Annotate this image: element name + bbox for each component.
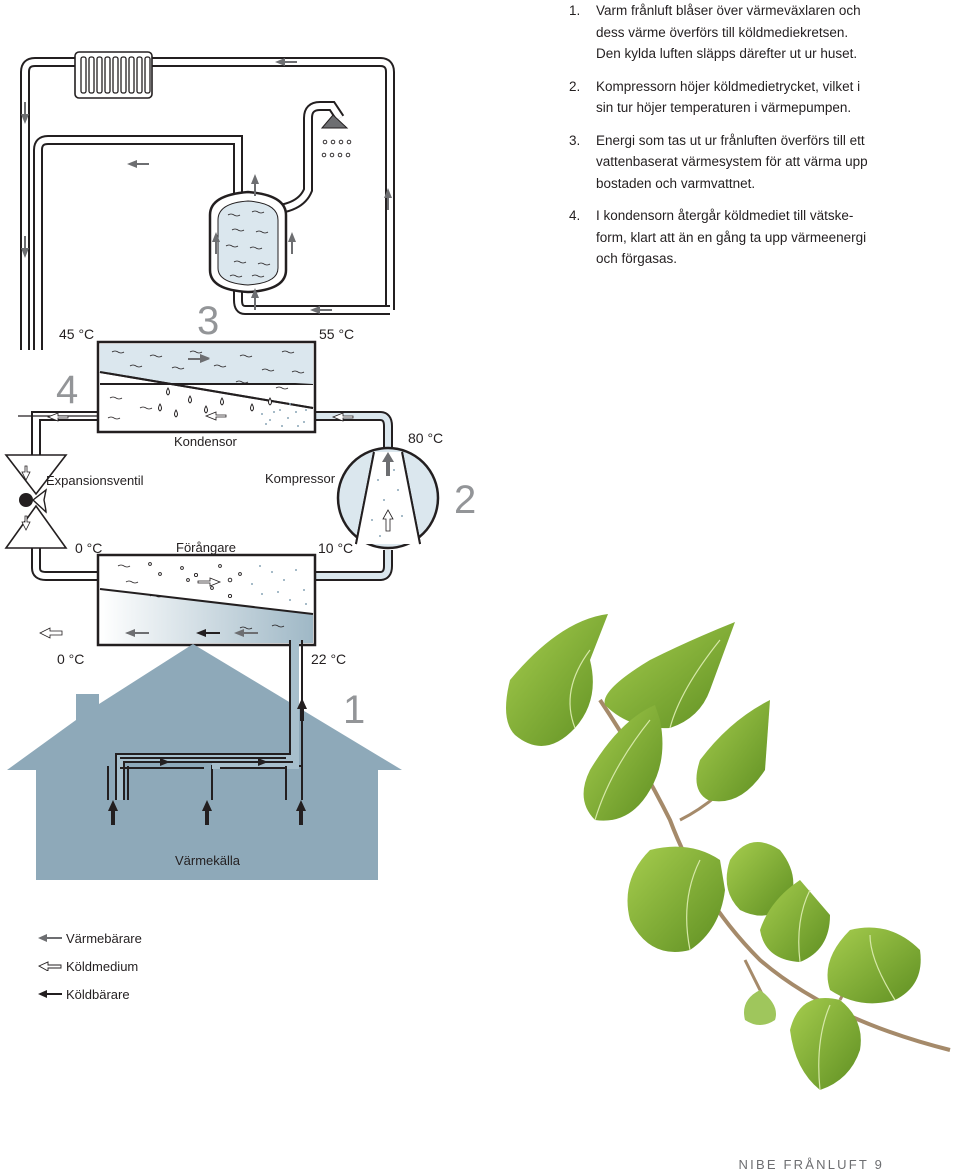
label-expansionsventil: Expansionsventil	[46, 473, 144, 488]
steps-list: 1. Varm frånluft blåser över värmeväxlar…	[569, 0, 941, 281]
step-number-1: 1	[343, 688, 365, 732]
step-item: 1. Varm frånluft blåser över värmeväxlar…	[569, 0, 941, 65]
legend-item-koldmedium: Köldmedium	[38, 952, 142, 980]
step-number: 3.	[569, 132, 581, 148]
compressor	[336, 446, 440, 550]
temp-55: 55 °C	[319, 326, 354, 342]
water-flow-arrows	[21, 58, 392, 314]
step-number: 2.	[569, 78, 581, 94]
legend-item-koldbarare: Köldbärare	[38, 980, 142, 1008]
step-number-2: 2	[454, 478, 476, 522]
shower-icon	[320, 114, 352, 158]
label-kondensor: Kondensor	[174, 434, 238, 449]
page-footer: NIBE FRÅNLUFT 9	[738, 1157, 884, 1172]
water-tank	[208, 190, 288, 294]
ivy-plant-icon	[506, 614, 951, 1091]
step-number: 1.	[569, 3, 581, 18]
temp-0-exhaust: 0 °C	[57, 651, 84, 667]
heating-water-circuit	[20, 57, 395, 350]
legend: Värmebärare Köldmedium Köldbärare	[38, 924, 142, 1008]
refrigerant-circuit	[18, 411, 393, 581]
expansion-valve	[4, 454, 68, 549]
temp-80: 80 °C	[408, 430, 443, 446]
grey-arrow-icon	[38, 934, 62, 942]
temp-10: 10 °C	[318, 540, 353, 556]
step-number: 4.	[569, 208, 581, 223]
step-text: I kondensorn återgår köldmediet till vät…	[596, 208, 867, 266]
step-item: 4. I kondensorn återgår köldmediet till …	[569, 205, 941, 270]
step-text: Energi som tas ut ur frånluften överförs…	[596, 132, 868, 191]
label-forangare: Förångare	[176, 540, 236, 555]
outline-arrow-icon	[38, 961, 62, 971]
black-arrow-icon	[38, 990, 62, 998]
radiator-icon	[74, 51, 153, 99]
label-varmekalla: Värmekälla	[175, 853, 241, 868]
legend-label: Värmebärare	[66, 930, 142, 946]
diagram-labels: 45 °C 55 °C 80 °C 0 °C 10 °C 0 °C 22 °C …	[46, 299, 476, 868]
label-kompressor: Kompressor	[265, 471, 336, 486]
temp-45: 45 °C	[59, 326, 94, 342]
legend-label: Köldmedium	[66, 958, 139, 974]
step-text: Varm frånluft blåser över värmeväxlaren …	[596, 3, 861, 61]
step-number-4: 4	[56, 368, 78, 412]
house-icon	[7, 640, 402, 880]
step-text: Kompressorn höjer köldmedietrycket, vilk…	[596, 78, 861, 116]
step-item: 3. Energi som tas ut ur frånluften överf…	[569, 130, 941, 195]
legend-label: Köldbärare	[66, 986, 130, 1002]
temp-0-evaporator: 0 °C	[75, 540, 102, 556]
condenser	[46, 340, 354, 434]
temp-22: 22 °C	[311, 651, 346, 667]
step-item: 2. Kompressorn höjer köldmedietrycket, v…	[569, 76, 941, 119]
step-number-3: 3	[197, 299, 219, 343]
evaporator	[39, 553, 317, 647]
legend-item-varmebarare: Värmebärare	[38, 924, 142, 952]
